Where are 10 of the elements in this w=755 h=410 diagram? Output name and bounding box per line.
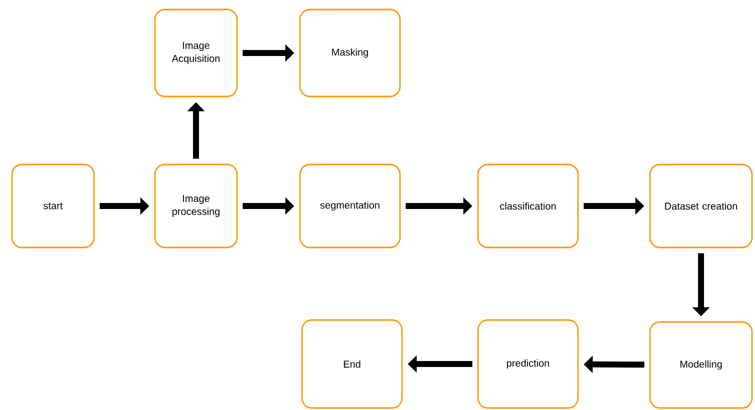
process-box: Masking — [299, 8, 401, 98]
process-box: segmentation — [299, 164, 401, 248]
process-box: Image processing — [154, 164, 238, 248]
process-box: classification — [477, 164, 579, 248]
process-box: Image Acquisition — [154, 8, 238, 98]
process-box: start — [11, 164, 95, 248]
process-box: End — [301, 319, 403, 409]
process-box: Modelling — [649, 321, 753, 409]
process-box: Dataset creation — [649, 164, 753, 248]
process-box: prediction — [477, 319, 579, 409]
